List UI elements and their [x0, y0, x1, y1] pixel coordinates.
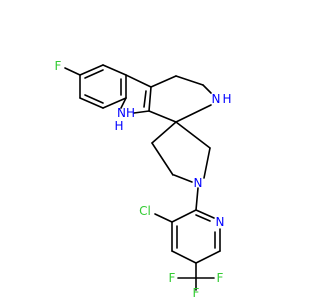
bond — [84, 94, 104, 104]
bond — [171, 250, 197, 264]
bond — [120, 97, 127, 109]
atom-n-ring: N — [212, 92, 221, 106]
bond — [195, 250, 221, 264]
atom-labels: F NH H N H N Cl N F F F — [55, 59, 232, 300]
atom-fluorine-indole: F — [55, 59, 62, 73]
bond — [203, 147, 211, 179]
atom-h-indole: H — [114, 119, 123, 133]
bond — [173, 174, 193, 183]
atom-nh-indole: NH — [117, 106, 135, 120]
bond — [133, 110, 150, 114]
bond — [151, 121, 177, 144]
atom-n-pyridine: N — [216, 215, 225, 229]
bond — [150, 75, 177, 88]
bond — [84, 69, 104, 79]
bond — [148, 86, 152, 112]
bond — [175, 121, 211, 149]
bond — [151, 142, 174, 176]
bond — [79, 97, 104, 109]
atom-cf3-f-right: F — [217, 271, 224, 285]
bond — [195, 209, 215, 219]
atom-n-piperidine: N — [194, 176, 203, 190]
bond — [64, 67, 81, 76]
bond — [175, 104, 212, 123]
bond — [175, 75, 204, 86]
bond — [125, 74, 152, 88]
atom-h-ring: H — [222, 92, 231, 106]
bond — [195, 187, 199, 211]
bond — [195, 214, 211, 222]
bond — [102, 64, 127, 76]
molecule-structure: F NH H N H N Cl N F F F — [55, 59, 232, 300]
bonds — [64, 64, 221, 291]
bond — [154, 213, 173, 223]
bond — [148, 110, 177, 123]
bond — [171, 209, 197, 223]
bond — [202, 84, 212, 94]
atom-cf3-f-left: F — [169, 271, 176, 285]
bond — [79, 64, 104, 76]
bond — [143, 90, 147, 108]
atom-cf3-f-bottom: F — [193, 286, 200, 300]
bond — [102, 97, 127, 109]
atom-chlorine: Cl — [139, 204, 151, 218]
